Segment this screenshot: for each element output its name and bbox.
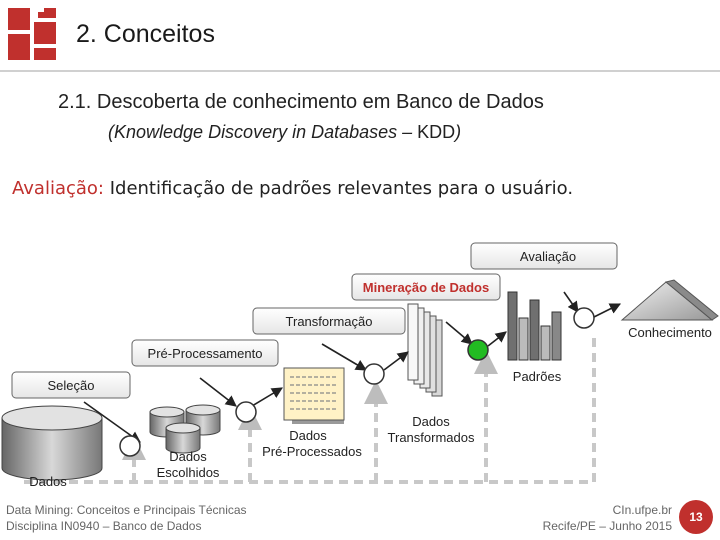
artifact-padroes-label: Padrões (513, 369, 562, 384)
artifact-conhecimento-label: Conhecimento (628, 325, 712, 340)
footer-right-line1: CIn.ufpe.br (612, 503, 672, 517)
knowledge-icon (620, 279, 719, 321)
footer-right-line2: Recife/PE – Junho 2015 (542, 519, 672, 533)
node-mineracao (467, 339, 489, 361)
cin-logo-icon (8, 8, 56, 60)
footer-course-info: Data Mining: Conceitos e Principais Técn… (6, 502, 247, 534)
footer-institution-info: CIn.ufpe.br Recife/PE – Junho 2015 (543, 502, 672, 534)
section-subheading: (Knowledge Discovery in Databases – KDD) (108, 122, 461, 143)
stage-avaliacao-label: Avaliação (520, 249, 576, 264)
patterns-icon (507, 291, 562, 361)
artifact-preprocessados-label-2: Pré-Processados (262, 444, 362, 459)
artifact-escolhidos-label-2: Escolhidos (157, 465, 220, 480)
section-heading: 2.1. Descoberta de conhecimento em Banco… (58, 91, 544, 113)
selected-data-icon (149, 404, 221, 454)
page-number-badge: 13 (679, 500, 713, 534)
stage-transformacao: Transformação (252, 307, 406, 335)
subheading-prefix: (Knowledge Discovery in Databases – (108, 122, 418, 142)
stage-transformacao-label: Transformação (286, 314, 373, 329)
subheading-suffix: ) (455, 122, 462, 142)
artifact-preprocessados-label-1: Dados (289, 428, 327, 443)
step-term: Avaliação: (12, 178, 104, 199)
title-divider (0, 70, 720, 72)
subheading-acronym: KDD (417, 122, 456, 142)
stage-selecao-label: Seleção (48, 378, 95, 393)
artifact-dados-label: Dados (29, 474, 67, 489)
stage-mineracao: Mineração de Dados (351, 273, 501, 301)
step-text: Identificação de padrões relevantes para… (109, 178, 574, 199)
feedback-loop (24, 336, 596, 484)
footer-left-line1: Data Mining: Conceitos e Principais Técn… (6, 503, 247, 517)
stage-preprocessamento-label: Pré-Processamento (148, 346, 263, 361)
artifact-transformados-label-1: Dados (412, 414, 450, 429)
slide-title: 2. Conceitos (76, 20, 215, 48)
node-transformacao (363, 363, 385, 385)
process-arrows (83, 291, 622, 443)
node-selecao (119, 435, 141, 457)
stage-preprocessamento: Pré-Processamento (131, 339, 279, 367)
node-avaliacao (573, 307, 595, 329)
transformed-data-icon (407, 303, 443, 397)
database-icon (1, 405, 103, 481)
preprocessed-data-icon (283, 367, 345, 424)
artifact-escolhidos-label-1: Dados (169, 449, 207, 464)
stage-avaliacao: Avaliação (470, 242, 618, 270)
artifact-transformados-label-2: Transformados (388, 430, 475, 445)
kdd-process-diagram: Seleção Pré-Processamento Transformação … (1, 242, 719, 489)
stage-mineracao-label: Mineração de Dados (363, 280, 489, 295)
step-description: Avaliação: Identificação de padrões rele… (12, 178, 573, 199)
footer-left-line2: Disciplina IN0940 – Banco de Dados (6, 519, 202, 533)
stage-selecao: Seleção (11, 371, 131, 399)
node-preprocessamento (235, 401, 257, 423)
